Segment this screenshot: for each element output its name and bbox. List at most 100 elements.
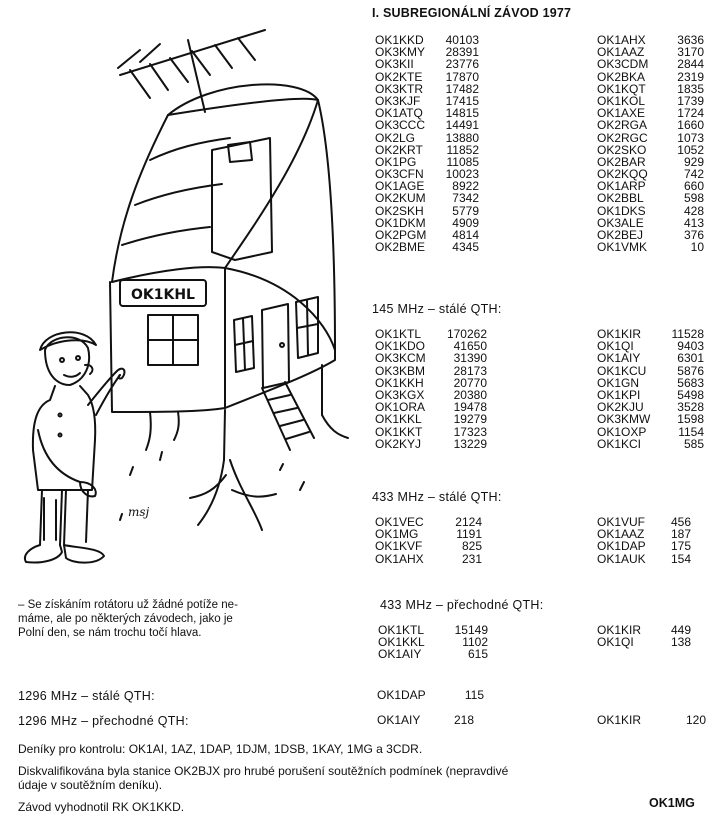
result-row: OK2SKO 1052 (597, 142, 704, 157)
station-callsign: OK2KUM (375, 191, 426, 206)
station-callsign: OK3KII (375, 57, 414, 72)
station-score: 4909 (452, 215, 479, 230)
station-callsign: OK1AIY (597, 351, 641, 366)
station-callsign: OK2KRT (375, 142, 423, 157)
result-row: OK3KTR 17482 (375, 83, 479, 95)
station-callsign: OK1AXE (597, 106, 646, 121)
station-score: 31390 (453, 351, 487, 366)
s1296-value: 115 (464, 688, 484, 702)
station-score: 1739 (677, 93, 704, 108)
result-row: OK1AGE 8922 (375, 180, 479, 192)
station-score: 449 (670, 623, 691, 637)
station-score: 187 (670, 527, 691, 542)
station-score: 4345 (452, 240, 479, 255)
station-score: 585 (683, 436, 704, 451)
station-score: 11528 (671, 327, 704, 341)
station-score: 15149 (454, 623, 488, 637)
station-callsign: OK2PGM (375, 228, 427, 242)
station-score: 1835 (677, 81, 704, 96)
station-score: 17482 (445, 81, 479, 96)
station-callsign: OK2BAR (597, 154, 646, 169)
station-score: 9403 (677, 339, 704, 354)
station-callsign: OK1VMK (597, 240, 648, 255)
signoff: OK1MG (649, 796, 695, 810)
result-row: OK2BEJ 376 (597, 229, 704, 241)
station-score: 929 (683, 154, 704, 169)
result-row: OK2BAR 929 (597, 156, 704, 168)
station-score: 5779 (452, 203, 479, 218)
station-score: 1052 (677, 142, 704, 157)
station-callsign: OK1ARP (597, 179, 646, 194)
station-score: 615 (467, 647, 488, 662)
station-callsign: OK1KTL (378, 623, 425, 637)
station-callsign: OK1MG (375, 527, 419, 542)
station-callsign: OK1AHX (597, 33, 646, 47)
station-callsign: OK2SKO (597, 142, 647, 157)
station-callsign: OK1AGE (375, 179, 425, 194)
station-callsign: OK3KGX (375, 387, 425, 402)
s1296p-value-2: 120 (685, 713, 706, 727)
station-callsign: OK1DAP (597, 539, 646, 554)
caption-line: Polní den, se nám trochu točí hlava. (18, 627, 202, 639)
station-callsign: OK1ATQ (375, 106, 423, 121)
station-callsign: OK2BKA (597, 69, 646, 84)
station-callsign: OK1KKD (375, 33, 424, 47)
station-score: 14815 (445, 106, 479, 121)
station-score: 13229 (453, 436, 487, 451)
station-score: 660 (683, 179, 704, 194)
section-heading-433-portable: 433 MHz – přechodné QTH: (380, 598, 544, 612)
station-callsign: OK1AIY (378, 647, 422, 662)
station-score: 10023 (445, 167, 479, 182)
station-score: 170262 (446, 327, 487, 341)
house-cartoon-illustration: OK1KHL msj (24, 29, 349, 564)
station-callsign: OK3KJF (375, 93, 421, 108)
station-score: 376 (683, 228, 704, 242)
station-callsign: OK2BEJ (597, 228, 644, 242)
station-callsign: OK1AAZ (597, 45, 645, 60)
station-callsign: OK3KTR (375, 81, 424, 96)
cartoon-caption: – Se získáním rotátoru už žádné potíže n… (18, 598, 363, 640)
station-callsign: OK3KBM (375, 363, 426, 378)
result-row: OK2BKA 2319 (597, 69, 704, 84)
station-callsign: OK3KMW (597, 412, 651, 427)
station-score: 8922 (452, 179, 479, 194)
station-callsign: OK1KKL (378, 635, 425, 650)
station-score: 825 (461, 539, 482, 554)
artist-signature: msj (128, 505, 150, 519)
station-score: 1073 (677, 130, 704, 145)
station-score: 2844 (677, 57, 704, 72)
result-row: OK1AIY 615 (378, 648, 488, 660)
station-callsign: OK1KCU (597, 363, 647, 378)
station-callsign: OK1VUF (597, 515, 646, 529)
station-score: 7342 (452, 191, 479, 206)
station-score: 2319 (677, 69, 704, 84)
station-callsign: OK1ORA (375, 400, 426, 415)
station-score: 19279 (453, 412, 487, 427)
station-callsign: OK1AAZ (597, 527, 645, 542)
